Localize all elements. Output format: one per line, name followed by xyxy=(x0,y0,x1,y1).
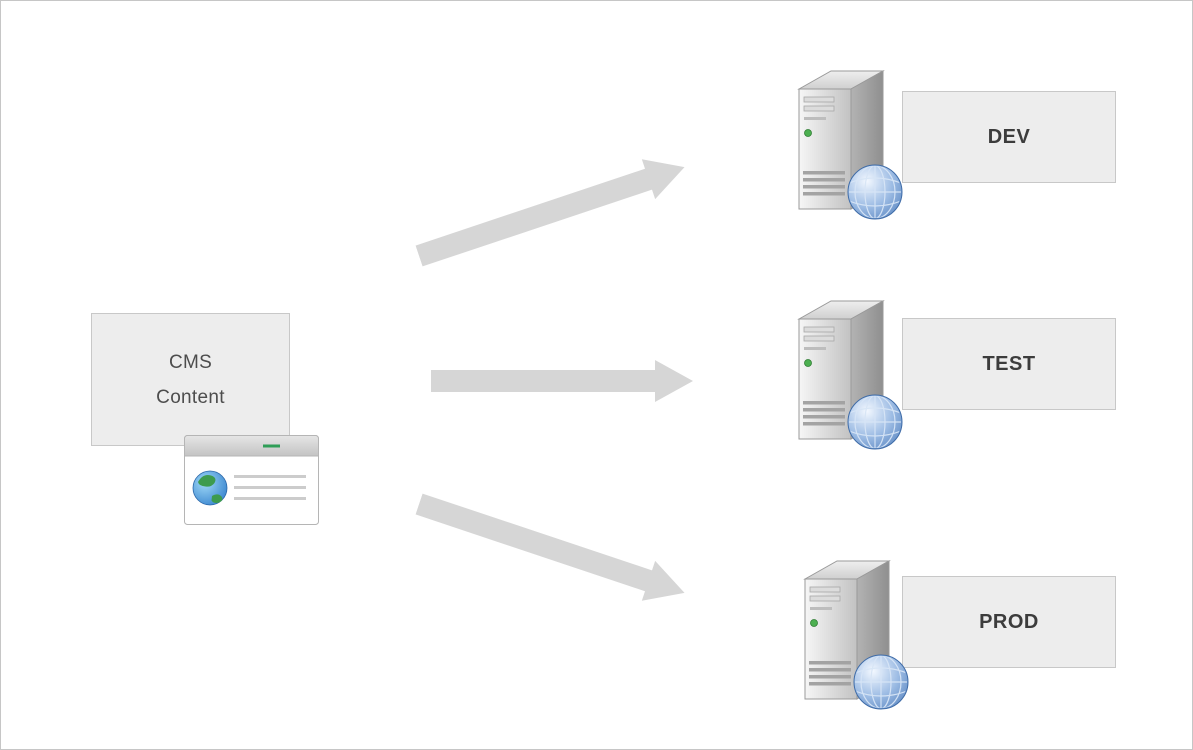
server-tower-globe-icon-prod xyxy=(793,549,913,714)
arrow-cms-to-test xyxy=(431,360,693,402)
cms-label-line1: CMS xyxy=(168,351,213,373)
dev-label: DEV xyxy=(987,125,1031,148)
cms-content-label: CMS Content xyxy=(156,345,225,415)
cms-content-node: CMS Content xyxy=(91,313,290,446)
prod-label-box: PROD xyxy=(902,576,1116,668)
cms-label-line2: Content xyxy=(156,386,225,408)
test-label: TEST xyxy=(982,352,1036,375)
server-tower-globe-icon-dev xyxy=(787,59,907,224)
arrow-cms-to-prod xyxy=(415,493,685,601)
server-tower-globe-icon-test xyxy=(787,289,907,454)
browser-window-globe-icon xyxy=(184,435,319,525)
dev-label-box: DEV xyxy=(902,91,1116,183)
test-label-box: TEST xyxy=(902,318,1116,410)
prod-label: PROD xyxy=(979,610,1039,633)
arrow-cms-to-dev xyxy=(415,159,685,267)
